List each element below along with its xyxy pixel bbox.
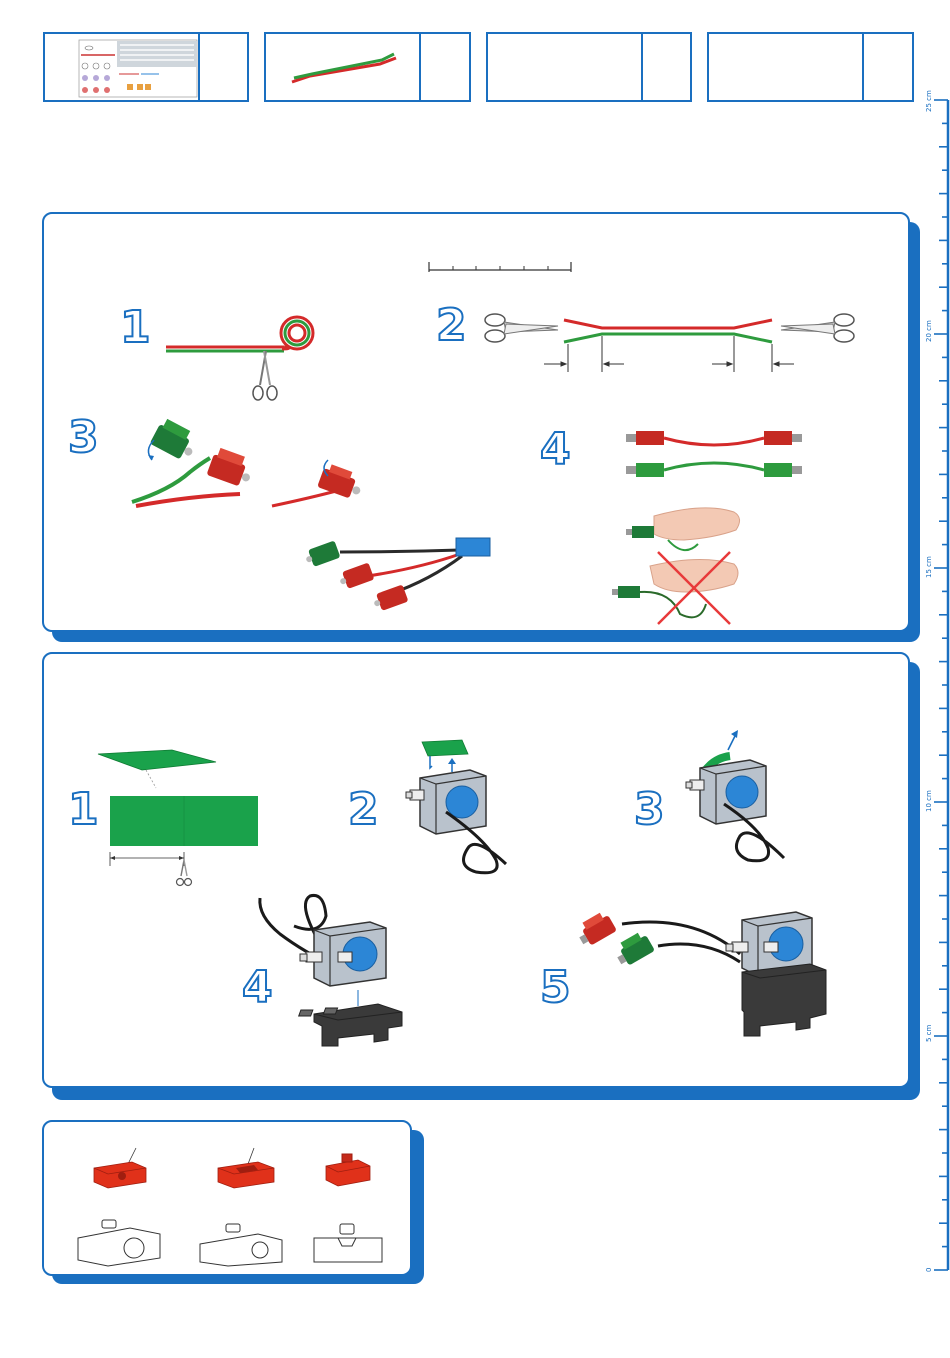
panel-bricks <box>42 1120 412 1276</box>
solenoid-sticker-apply-illustration <box>406 740 526 880</box>
cable-step-1-number: 1 <box>120 306 151 350</box>
finished-cable-illustration <box>624 428 804 484</box>
brick-red-3 <box>324 1152 374 1188</box>
ruler-label-10: 10 cm <box>925 790 933 812</box>
ruler-label-25: 25 cm <box>925 90 933 112</box>
magnet-step-2-number: 2 <box>348 788 379 832</box>
brick-outline-2 <box>198 1222 288 1266</box>
cable-thumbnail <box>290 50 400 90</box>
cut-cable-illustration <box>562 314 777 374</box>
scissors-icon <box>779 310 855 346</box>
adhesive-sticker-illustration <box>92 748 272 788</box>
measuring-ruler <box>930 100 950 1280</box>
ruler-label-20: 20 cm <box>925 320 933 342</box>
magnet-step-1-number: 1 <box>68 788 99 832</box>
plug-assembly-illustration <box>130 410 290 512</box>
ruler-label-5: 5 cm <box>925 1025 933 1042</box>
scissors-icon <box>250 349 280 407</box>
scissors-icon <box>484 310 560 346</box>
battery-plug-illustration <box>300 532 500 622</box>
cable-step-4-number: 4 <box>540 428 571 472</box>
brick-red-1 <box>88 1148 158 1188</box>
solenoid-mount-illustration <box>254 886 404 1046</box>
cable-step-2-number: 2 <box>436 304 467 348</box>
plug-closed-illustration <box>270 450 380 510</box>
brick-red-2 <box>214 1148 284 1188</box>
panel-magnet: 1 2 3 <box>42 652 910 1088</box>
scissors-icon <box>176 860 192 890</box>
cross-icon <box>654 548 734 628</box>
parts-box-2 <box>264 32 471 102</box>
ruler-label-15: 15 cm <box>925 556 933 578</box>
magnet-step-5-number: 5 <box>540 966 571 1010</box>
parts-box-4 <box>707 32 914 102</box>
cable-step-3-number: 3 <box>68 416 99 460</box>
ruler-label-0: 0 <box>925 1268 933 1272</box>
brick-outline-3 <box>312 1222 392 1266</box>
parts-box-1 <box>43 32 249 102</box>
parts-sheet-thumbnail <box>79 40 199 98</box>
scale-bar <box>428 260 573 276</box>
panel-cable: 1 2 3 <box>42 212 910 632</box>
magnet-step-3-number: 3 <box>634 788 665 832</box>
parts-box-3 <box>486 32 692 102</box>
coiled-cable-illustration <box>164 309 324 409</box>
solenoid-connected-illustration <box>574 904 834 1044</box>
solenoid-peel-illustration <box>684 728 804 878</box>
brick-outline-1 <box>76 1218 176 1266</box>
